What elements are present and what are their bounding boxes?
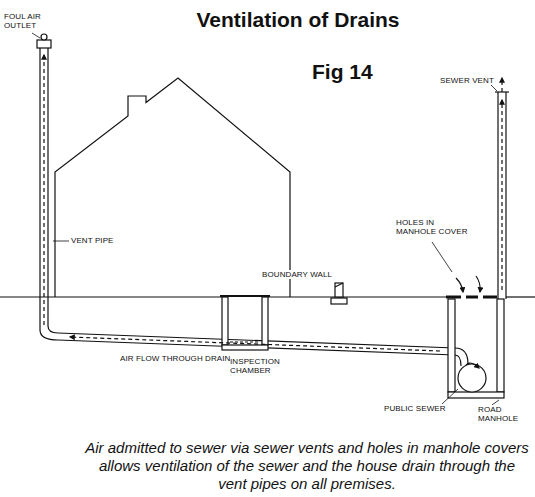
air-inflow-arrow (456, 276, 480, 368)
foul-air-outlet (37, 40, 51, 48)
foul-air-outlet (41, 34, 47, 40)
part-label: HOLES IN MANHOLE COVER (396, 218, 474, 236)
part-label: ROAD MANHOLE (478, 405, 523, 423)
chamber-wall (262, 297, 268, 345)
house-drain (58, 340, 455, 355)
part-label: INSPECTION CHAMBER (230, 357, 288, 375)
manhole-cover (446, 296, 497, 299)
sewer-vent (505, 92, 506, 299)
chamber-base (222, 345, 268, 350)
house-outline (55, 78, 290, 297)
chamber-channel (230, 341, 260, 342)
part-label: BOUNDARY WALL (262, 270, 332, 279)
ground-line (506, 296, 535, 297)
sewer-vent (497, 92, 498, 299)
leader-line (32, 33, 499, 405)
ground-line (0, 296, 222, 297)
part-label: PUBLIC SEWER (384, 404, 446, 413)
part-label: AIR FLOW THROUGH DRAIN (120, 354, 231, 363)
wall-coping (335, 283, 343, 287)
part-label: FOUL AIR OUTLET (4, 12, 46, 30)
vent-pipe (40, 48, 58, 340)
chamber-cover (220, 295, 270, 297)
manhole-wall (497, 299, 504, 392)
figure-caption: Air admitted to sewer via sewer vents an… (84, 439, 530, 493)
part-label: SEWER VENT (440, 76, 494, 85)
boundary-wall (335, 283, 343, 297)
air-flow-arrow (44, 55, 502, 351)
vent-pipe (48, 48, 58, 333)
manhole-base (448, 392, 504, 398)
ground-line (268, 296, 446, 297)
wall-footing (331, 298, 347, 304)
manhole-wall (448, 299, 455, 392)
drain-bend (455, 355, 461, 366)
part-label: VENT PIPE (71, 236, 114, 245)
figure-number: Fig 14 (312, 60, 373, 84)
chamber-wall (222, 297, 228, 345)
diagram-title: Ventilation of Drains (196, 8, 399, 32)
public-sewer (458, 364, 486, 392)
